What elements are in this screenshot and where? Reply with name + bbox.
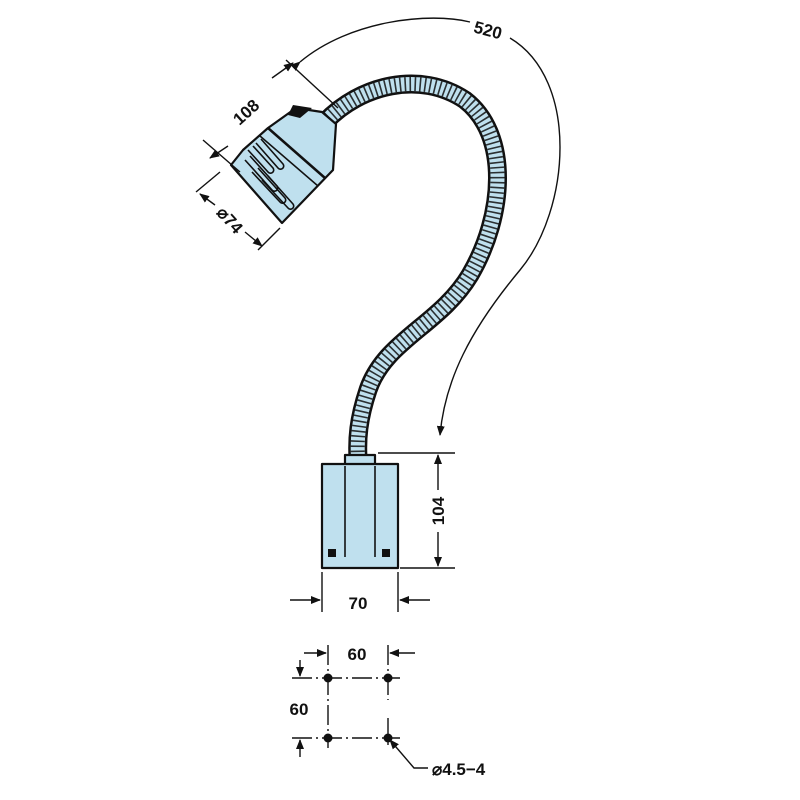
gooseneck-arm <box>318 74 507 459</box>
dimension-label-70: 70 <box>349 594 368 613</box>
dimension-label-108: 108 <box>229 96 263 129</box>
dimension-label-hole-spacing-x: 60 <box>348 645 367 664</box>
dimension-label-520: 520 <box>472 18 504 44</box>
hole-marker <box>323 733 333 743</box>
lamp-head <box>229 105 338 225</box>
hole-spec-label: ⌀4.5−4 <box>432 760 486 779</box>
mounting-hole-pattern: 60 60 ⌀4.5−4 <box>290 645 486 779</box>
hole-marker <box>323 673 333 683</box>
dimension-label-104: 104 <box>429 496 448 525</box>
dimension-label-hole-spacing-y: 60 <box>290 700 309 719</box>
lamp-base <box>320 453 400 570</box>
dimension-label-74: ⌀74 <box>213 203 247 238</box>
dimension-base-width: 70 <box>290 572 430 613</box>
hole-marker <box>383 673 393 683</box>
dimension-base-height: 104 <box>378 452 455 569</box>
